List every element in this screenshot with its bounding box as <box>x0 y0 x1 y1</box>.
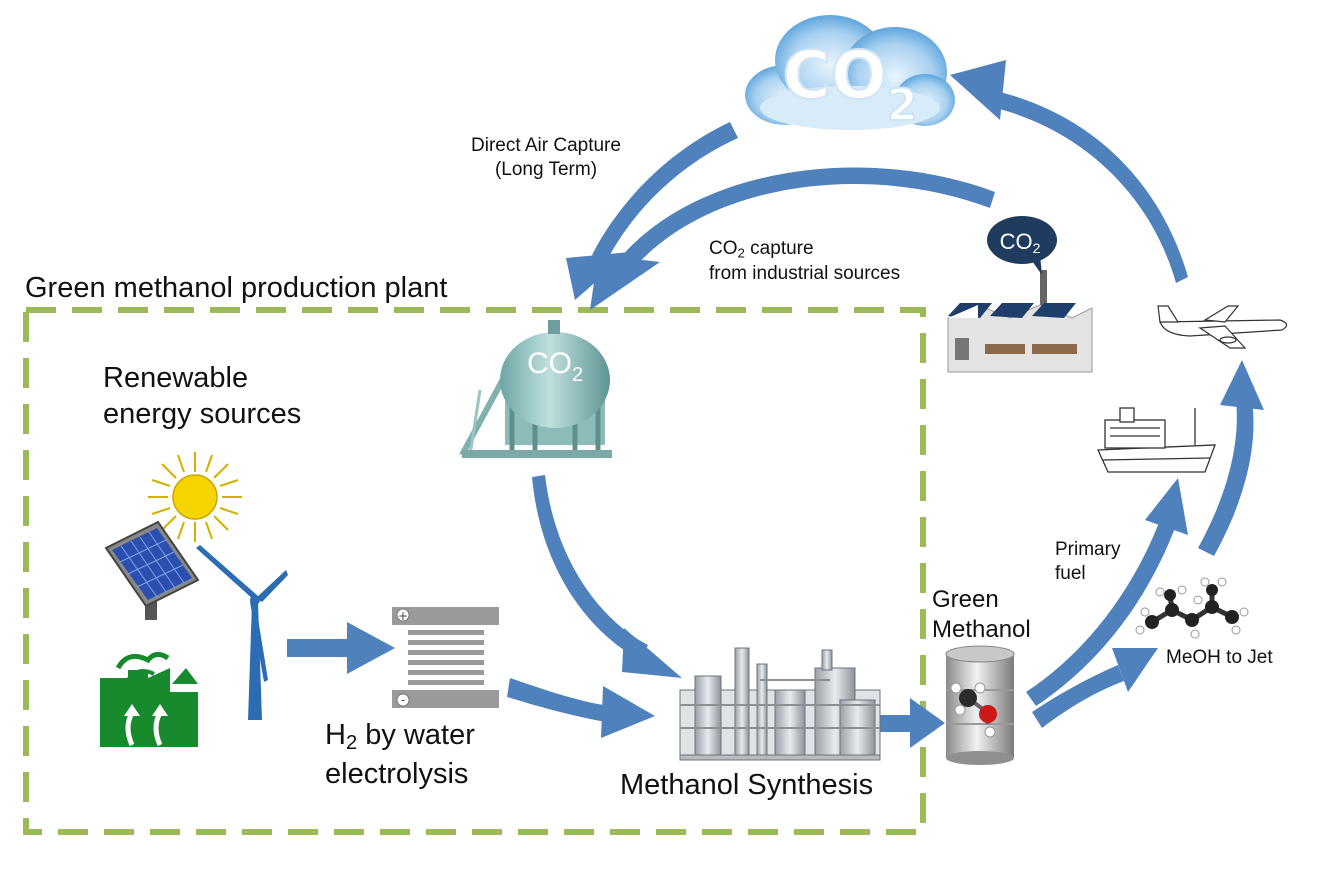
primary-fuel-label: Primary fuel <box>1055 538 1120 586</box>
co2-capture-sub: 2 <box>737 245 745 261</box>
electrolyzer-icon: + - <box>392 607 499 708</box>
svg-text:CO2: CO2 <box>782 37 917 131</box>
meoh-to-jet-arrow <box>1032 665 1124 728</box>
industrial-capture-arrow <box>620 167 995 268</box>
primary-fuel-line2: fuel <box>1055 562 1086 584</box>
ship-icon <box>1097 407 1216 473</box>
meoh-to-jet-label: MeOH to Jet <box>1166 647 1273 668</box>
h2-sub: 2 <box>345 732 358 755</box>
cloud-co2-text: CO <box>782 37 887 114</box>
renewable-line1: Renewable <box>103 362 249 394</box>
geothermal-plant-icon <box>100 652 198 747</box>
plant-title: Green methanol production plant <box>25 272 448 304</box>
jet-fuel-arrow <box>1198 400 1254 556</box>
meoh-to-jet-arrowhead <box>1112 648 1158 692</box>
co2-to-synthesis-arrow <box>532 475 648 660</box>
h2-line2: electrolysis <box>325 758 469 791</box>
co2-to-synthesis-arrowhead <box>622 628 682 678</box>
renewable-line2: energy sources <box>103 398 302 431</box>
co2-cloud-icon: CO2 <box>745 15 955 132</box>
h2-suffix: by water <box>357 719 475 751</box>
primary-fuel-arrow <box>1026 520 1175 706</box>
dac-arrow <box>592 122 738 262</box>
green-methanol-line1: Green <box>932 586 999 613</box>
industrial-capture-arrowhead <box>590 255 660 310</box>
renewable-label: Renewable energy sources <box>103 360 301 433</box>
dac-label: Direct Air Capture (Long Term) <box>458 134 634 182</box>
barrel-icon <box>945 645 1015 765</box>
factory-icon: CO2 <box>947 216 1093 373</box>
green-methanol-label: Green Methanol <box>932 585 1031 645</box>
plant-boundary <box>23 307 926 835</box>
sun-icon <box>148 452 242 542</box>
svg-text:CO2: CO2 <box>1000 229 1041 256</box>
solar-panel-icon <box>104 520 200 620</box>
bubble-co2-sub: 2 <box>1033 240 1041 256</box>
tank-co2-sub: 2 <box>572 364 583 386</box>
co2-capture-suffix: capture <box>744 238 814 259</box>
co2-capture-label: CO2 capture from industrial sources <box>709 237 900 286</box>
tank-co2-text: CO <box>527 347 572 380</box>
renewable-to-h2-arrow <box>287 639 352 657</box>
co2-capture-prefix: CO <box>709 238 738 259</box>
jet-fuel-arrowhead <box>1220 360 1264 410</box>
electrode-plus: + <box>398 609 408 623</box>
cloud-co2-sub: 2 <box>887 80 918 131</box>
methanol-synthesis-label: Methanol Synthesis <box>620 769 874 801</box>
molecule-icon <box>1135 577 1249 639</box>
synthesis-to-methanol-arrowhead <box>910 698 945 748</box>
airplane-icon <box>1157 305 1288 349</box>
methanol-plant-icon <box>679 647 881 761</box>
h2-to-synthesis-arrow <box>507 678 610 722</box>
svg-text:CO2: CO2 <box>527 347 583 386</box>
primary-fuel-arrowhead <box>1145 478 1188 535</box>
wind-turbine-icon <box>196 545 288 720</box>
arrows <box>287 60 1264 748</box>
renewable-to-h2-arrowhead <box>347 622 395 674</box>
green-methanol-line2: Methanol <box>932 616 1031 643</box>
return-to-atmosphere-arrowhead <box>950 60 1006 120</box>
synthesis-to-methanol-arrow <box>873 715 915 732</box>
dac-line1: Direct Air Capture <box>471 135 621 156</box>
electrode-minus: - <box>401 693 405 707</box>
return-to-atmosphere-arrow <box>996 92 1188 283</box>
h2-label: H2 by water electrolysis <box>325 717 475 793</box>
dac-line2: (Long Term) <box>494 158 598 180</box>
co2-tank-icon: CO2 <box>459 320 612 458</box>
primary-fuel-line1: Primary <box>1055 539 1121 560</box>
co2-capture-line2: from industrial sources <box>709 262 901 284</box>
bubble-co2-text: CO <box>1000 229 1033 254</box>
h2-prefix: H <box>325 719 346 751</box>
h2-to-synthesis-arrowhead <box>601 686 655 738</box>
